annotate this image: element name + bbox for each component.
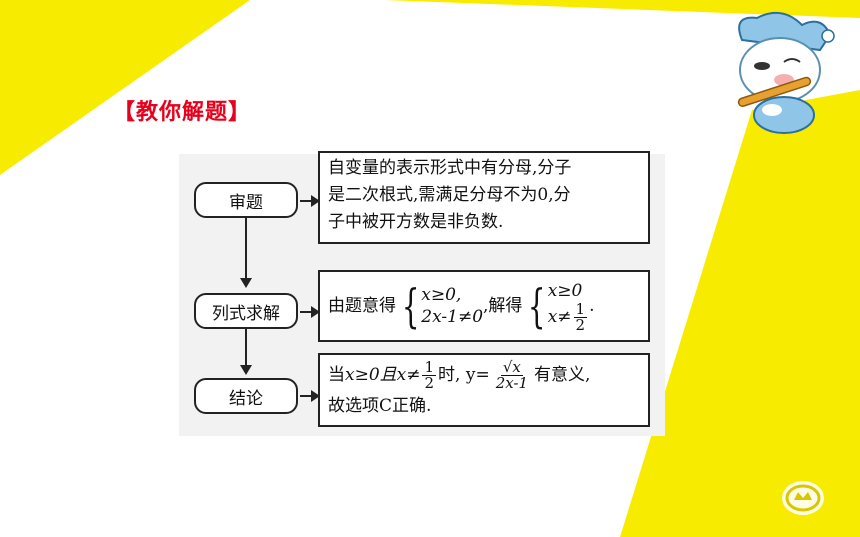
box3-line-2: 故选项C正确.	[328, 396, 432, 416]
box1-line-2: 是二次根式,需满足分母不为0,分	[328, 185, 571, 205]
sys1-line-2: 2x-1≠0	[421, 307, 484, 327]
fraction-numerator: 1	[573, 299, 588, 318]
box1-line-1: 自变量的表示形式中有分母,分子	[328, 158, 572, 178]
step-conclusion: 结论	[194, 378, 298, 414]
box3-part-2: x≥0且x≠	[345, 364, 421, 385]
arrow-right-3	[300, 390, 320, 402]
arrow-head-down-1	[240, 278, 252, 288]
box3-part-4: 有意义,	[534, 364, 591, 385]
arrow-right-2	[300, 306, 320, 318]
box2-end: .	[589, 295, 595, 316]
fraction-one-half: 1 2	[573, 299, 588, 334]
fraction-function: √x 2x-1	[495, 357, 529, 392]
publisher-logo-icon	[782, 481, 824, 515]
box1-line-3: 子中被开方数是非负数.	[328, 212, 504, 232]
step-review-question: 审题	[194, 182, 298, 218]
inequality-system-1: { x≥0, 2x-1≠0	[396, 283, 483, 329]
left-brace-icon: {	[401, 279, 420, 333]
cartoon-dog-mascot-icon	[737, 11, 835, 134]
arrow-right-1	[300, 195, 320, 207]
box2-prefix: 由题意得	[328, 295, 396, 316]
box-equation-solution: 由题意得 { x≥0, 2x-1≠0 ,解得 { x≥0 x≠ 1 2 .	[318, 270, 650, 342]
box3-part-1: 当	[328, 364, 345, 385]
arrow-down-2	[245, 329, 247, 365]
box2-middle: ,解得	[483, 295, 523, 316]
step-formulate-solve: 列式求解	[194, 293, 298, 329]
arrow-head-down-2	[240, 365, 252, 375]
section-title: 【教你解题】	[113, 100, 252, 125]
fraction-denominator: 2	[575, 315, 586, 334]
fraction-numerator: 1	[422, 357, 437, 376]
function-denominator: 2x-1	[495, 373, 529, 392]
function-numerator: √x	[500, 357, 523, 376]
inequality-system-2: { x≥0 x≠ 1 2	[522, 280, 589, 333]
sys1-line-1: x≥0,	[421, 285, 462, 305]
arrow-down-1	[245, 218, 247, 278]
sys2-line-1: x≥0	[547, 280, 583, 301]
box3-part-3: 时, y=	[438, 364, 490, 385]
box-review-text: 自变量的表示形式中有分母,分子 是二次根式,需满足分母不为0,分 子中被开方数是…	[318, 151, 650, 244]
sys2-line-2-lhs: x≠	[547, 307, 572, 327]
left-brace-icon: {	[528, 279, 546, 333]
box-conclusion-text: 当 x≥0且x≠ 1 2 时, y= √x 2x-1 有意义, 故选项C正确.	[318, 353, 650, 427]
fraction-one-half-conclusion: 1 2	[422, 357, 437, 392]
fraction-denominator: 2	[424, 373, 435, 392]
